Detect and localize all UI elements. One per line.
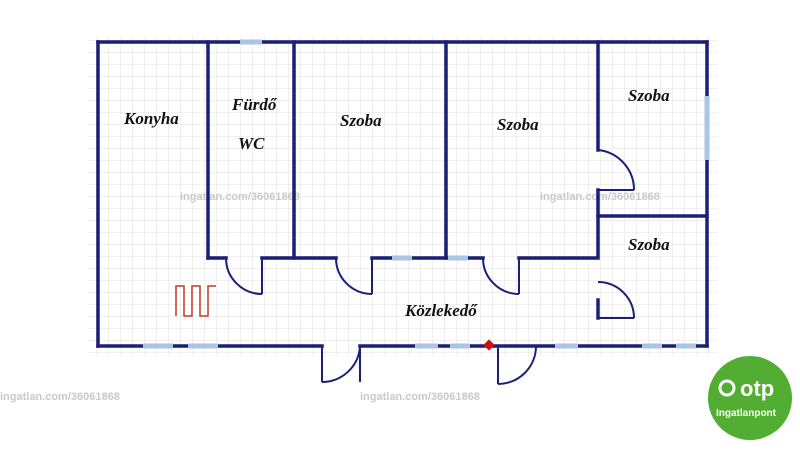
watermark-center-right: ingatlan.com/36061868 — [540, 191, 660, 203]
label-kitchen: Konyha — [123, 109, 179, 128]
logo-circle — [708, 356, 792, 440]
watermark-center-left: ingatlan.com/36061868 — [180, 191, 300, 203]
entrance-marker — [483, 339, 495, 351]
door-room-4 — [597, 281, 635, 319]
door-entrance-left — [321, 345, 361, 384]
watermarks: ingatlan.com/36061868 ingatlan.com/36061… — [0, 191, 660, 403]
door-entrance-main — [497, 345, 537, 385]
door-room-1 — [335, 257, 373, 295]
label-hallway: Közlekedő — [404, 301, 478, 320]
logo-subtitle: Ingatlanpont — [716, 408, 777, 419]
doors — [225, 149, 636, 385]
label-room-3: Szoba — [628, 86, 670, 105]
heater-icon — [175, 285, 216, 317]
logo-mark-icon — [718, 379, 736, 397]
door-room-3 — [597, 149, 636, 191]
door-room-2 — [482, 257, 520, 295]
grid-background — [88, 36, 718, 356]
label-room-4: Szoba — [628, 235, 670, 254]
label-wc: WC — [238, 134, 265, 153]
label-room-2: Szoba — [497, 115, 539, 134]
watermark-bottom-left: ingatlan.com/36061868 — [0, 391, 120, 403]
watermark-bottom-center: ingatlan.com/36061868 — [360, 391, 480, 403]
door-bathroom — [225, 257, 263, 295]
label-room-1: Szoba — [340, 111, 382, 130]
windows — [143, 39, 710, 349]
label-bathroom: Fürdő — [231, 95, 278, 114]
logo-brand: otp — [740, 376, 774, 401]
otp-logo: otp Ingatlanpont — [708, 356, 792, 440]
